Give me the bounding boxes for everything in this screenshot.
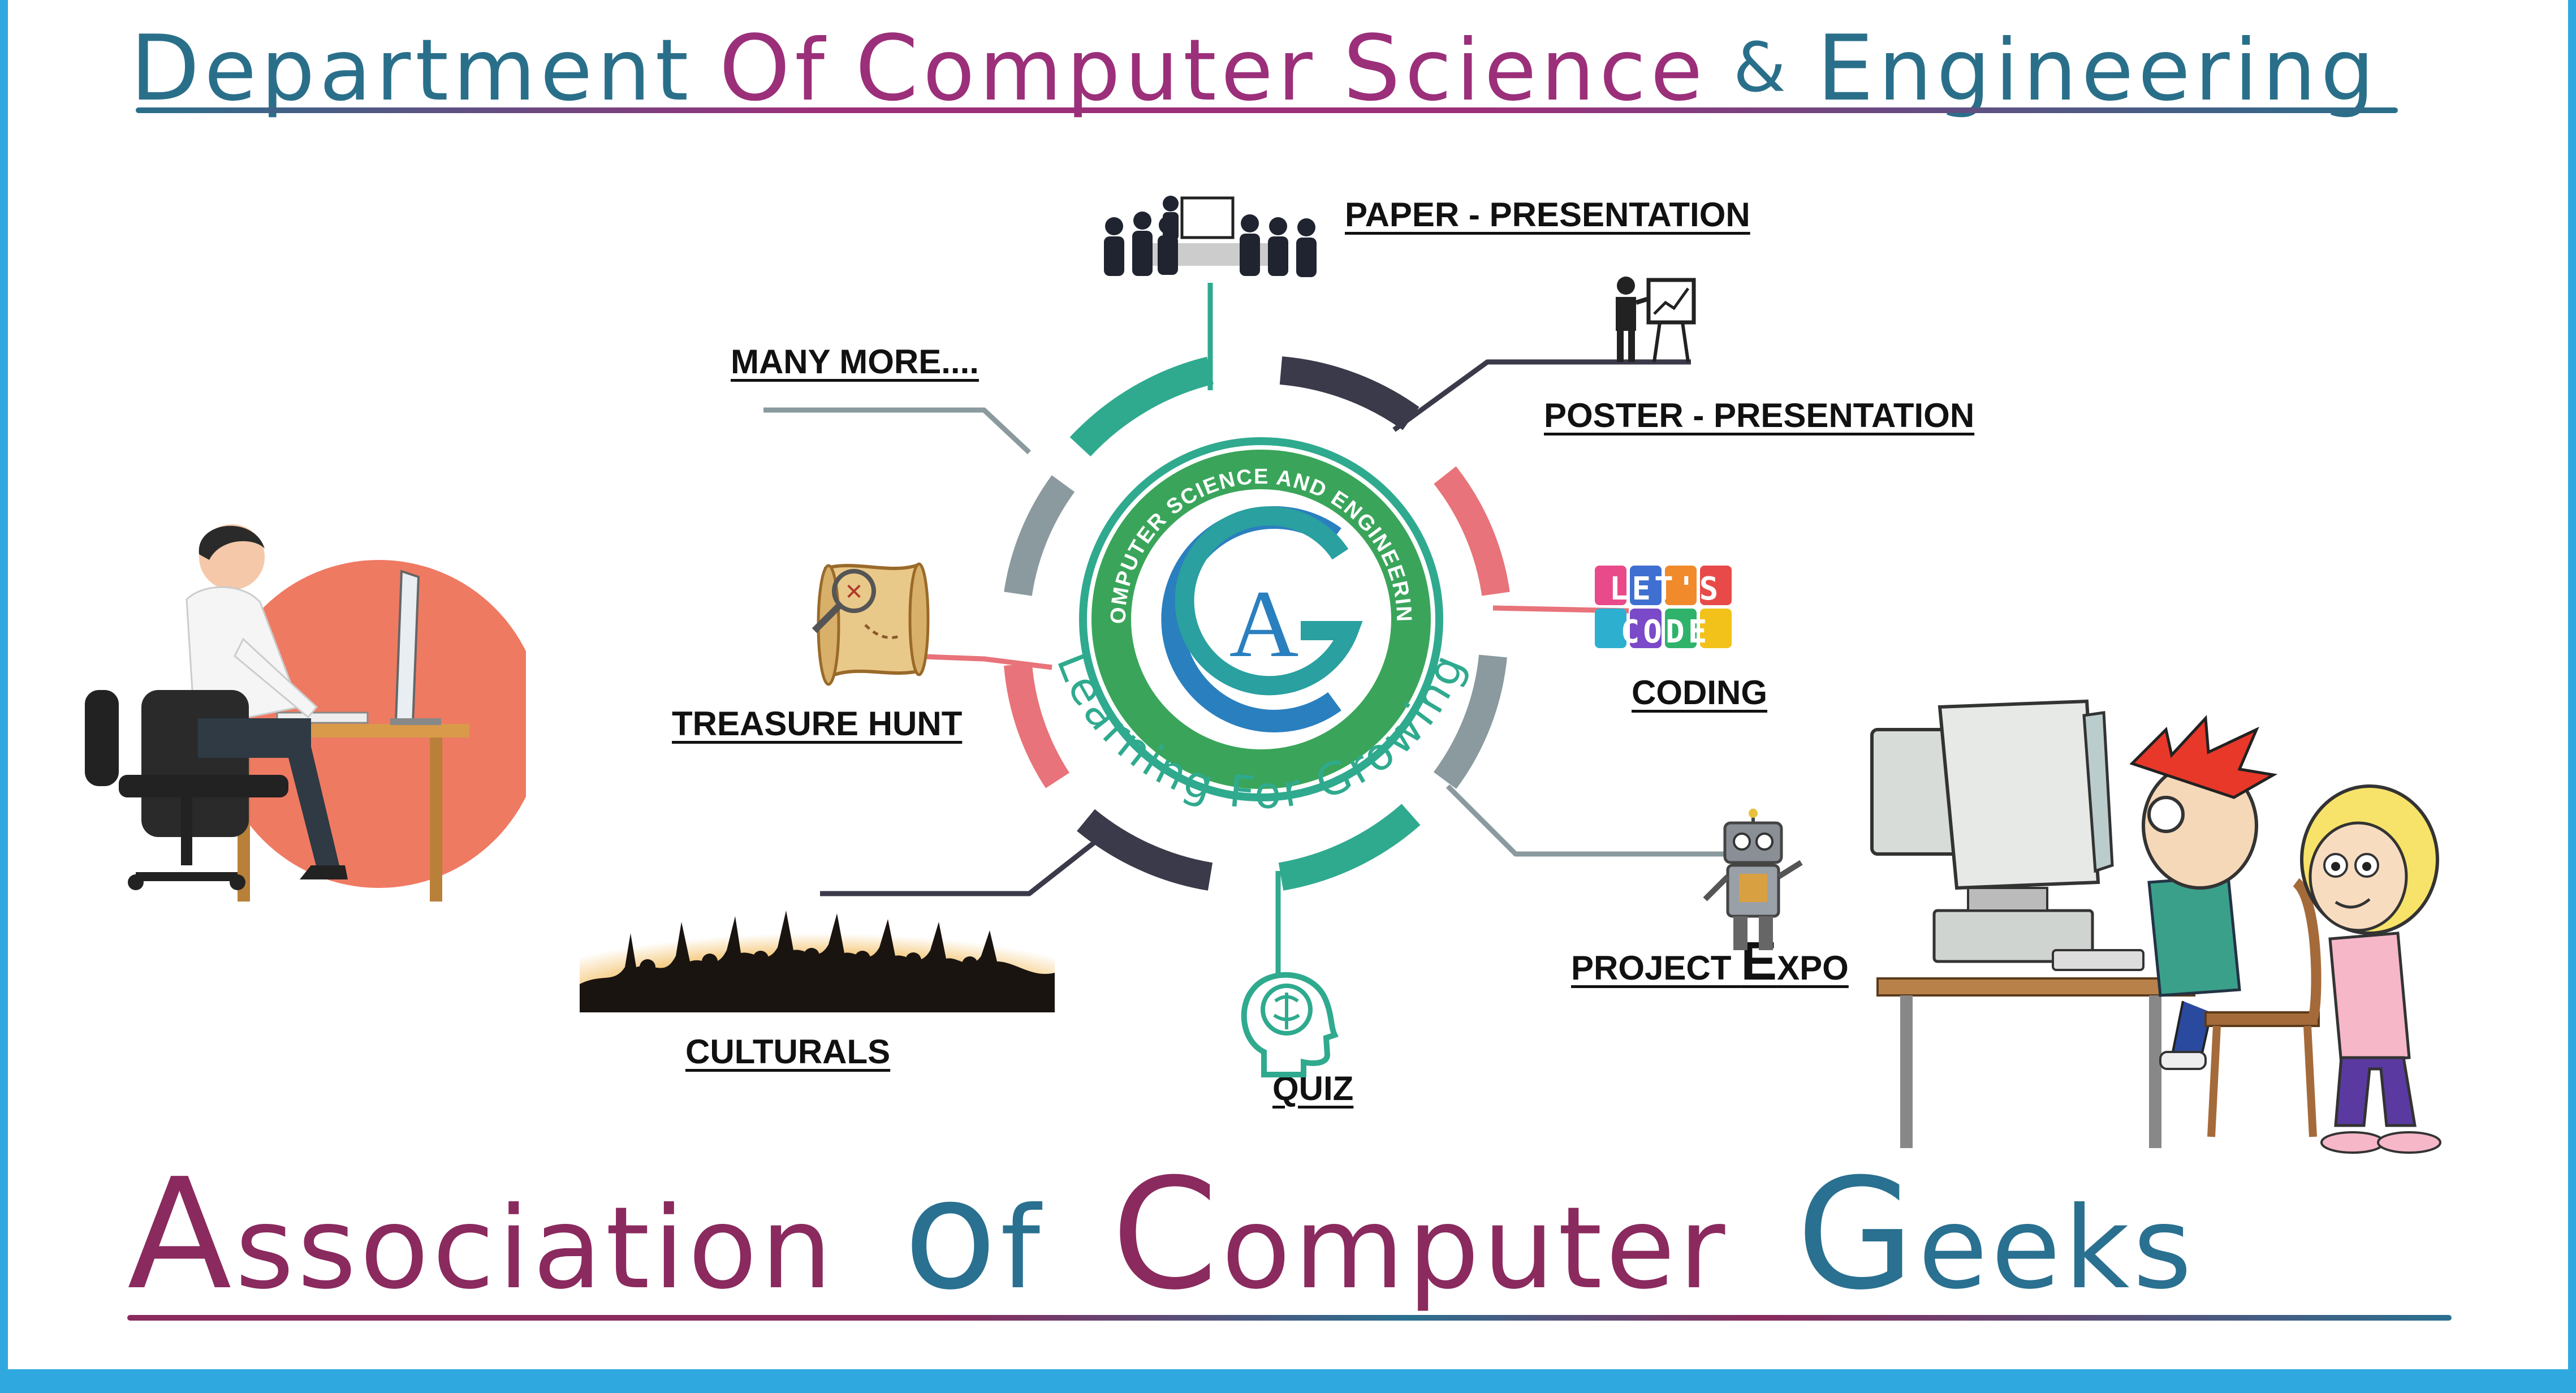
title-underline bbox=[136, 107, 2398, 113]
svg-text:✕: ✕ bbox=[844, 579, 864, 605]
label-poster-presentation: POSTER - PRESENTATION bbox=[1544, 396, 1975, 434]
logo-a-letter: A bbox=[1229, 571, 1299, 677]
robot-icon bbox=[1703, 809, 1803, 950]
label-paper-presentation: PAPER - PRESENTATION bbox=[1345, 196, 1750, 234]
label-project-expo: PROJECT EXPO bbox=[1571, 930, 1849, 993]
connector-project bbox=[1446, 784, 1731, 857]
project-prefix: PROJECT bbox=[1571, 949, 1741, 987]
hub-arc-teal-top bbox=[1069, 356, 1214, 457]
poster-presenter-icon bbox=[1616, 277, 1696, 363]
treasure-map-icon: ✕ bbox=[812, 562, 930, 686]
hub-arc-teal-bottom bbox=[1278, 804, 1421, 891]
footer-word-geeks: Geeks bbox=[1796, 1145, 2195, 1323]
hub-arc-dark-top bbox=[1279, 356, 1419, 430]
title-word-department: Department bbox=[130, 15, 693, 121]
lets-code-line2: CODE bbox=[1620, 614, 1711, 650]
title-word-of: Of bbox=[719, 15, 830, 121]
title-word-engineering: Engineering bbox=[1816, 15, 2379, 121]
footer-word-association: Association bbox=[127, 1145, 836, 1323]
title-word-science: Science bbox=[1343, 15, 1707, 121]
label-culturals: CULTURALS bbox=[685, 1033, 891, 1071]
title-word-computer: Computer bbox=[855, 15, 1317, 121]
emblem-green-band bbox=[1091, 450, 1431, 789]
label-coding: CODING bbox=[1632, 674, 1767, 711]
connector-many bbox=[763, 407, 1032, 455]
hub-arc-salmon-right bbox=[1434, 466, 1510, 596]
hub-arc-dark-bottom bbox=[1077, 809, 1213, 891]
hub-arc-gray-right bbox=[1433, 654, 1507, 789]
project-suffix: XPO bbox=[1777, 949, 1849, 987]
kids-at-computer-illustration bbox=[1870, 699, 2441, 1154]
brain-head-icon bbox=[1241, 972, 1339, 1077]
footer-word-computer: Computer bbox=[1111, 1145, 1729, 1323]
hub-arc-gray-left bbox=[1004, 475, 1075, 596]
person-at-desk-illustration bbox=[85, 524, 526, 902]
crowd-silhouette-image bbox=[580, 899, 1055, 1012]
department-title: Department Of Computer Science & Enginee… bbox=[130, 11, 2449, 124]
association-title: Association of Computer Geeks bbox=[127, 1145, 2480, 1323]
lets-code-icon: LET'S CODE bbox=[1595, 566, 1736, 656]
label-treasure-hunt: TREASURE HUNT bbox=[672, 705, 963, 743]
footer-underline bbox=[127, 1315, 2452, 1321]
label-many-more: MANY MORE.... bbox=[731, 343, 979, 381]
connector-culturals bbox=[820, 829, 1110, 896]
hub-arc-salmon-left bbox=[1004, 663, 1070, 788]
lets-code-line1: LET'S bbox=[1609, 571, 1722, 607]
title-word-ampersand: & bbox=[1733, 28, 1791, 107]
logo-g-letter bbox=[1175, 506, 1363, 696]
footer-word-of: of bbox=[903, 1145, 1044, 1323]
meeting-icon bbox=[1104, 196, 1317, 277]
